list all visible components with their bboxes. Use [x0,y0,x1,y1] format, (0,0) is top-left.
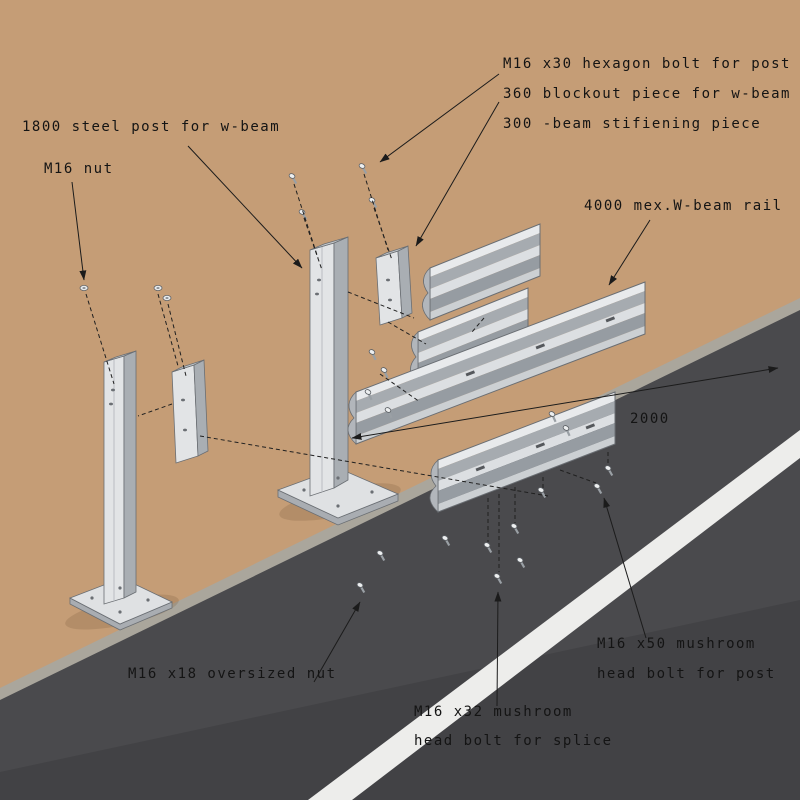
leader-m16x18 [313,601,361,683]
leader-rail-4000 [608,219,651,286]
post-center [276,236,400,526]
lane-marking [308,430,800,800]
leader-m16x32 [494,591,502,707]
rail-section-top [422,223,541,321]
blockout-center [375,245,413,326]
label-bolt-m16x32-line2: head bolt for splice [414,733,613,749]
leader-m16x30 [379,73,500,163]
blockout-left [171,359,209,464]
leader-m16x50 [603,497,647,639]
label-post-1800: 1800 steel post for w-beam [22,119,281,135]
label-bolt-m16x32-line1: M16 x32 mushroom [414,704,573,720]
post-left [69,350,173,631]
dimension-line-2000 [351,366,779,440]
leader-post-1800 [187,145,303,269]
road-shade [0,600,800,800]
label-blockout-360: 360 blockout piece for w-beam [503,86,791,102]
label-bolt-m16x50-line2: head bolt for post [597,666,776,682]
label-nut-m16: M16 nut [44,161,114,177]
label-bolt-m16x50-line1: M16 x50 mushroom [597,636,756,652]
label-nut-m16x18: M16 x18 oversized nut [128,666,337,682]
label-dim-2000: 2000 [630,411,670,427]
label-rail-4000: 4000 mex.W-beam rail [584,198,783,214]
leader-lines [71,73,779,707]
leader-m16-nut [71,181,87,281]
leader-blockout-360 [415,101,500,247]
label-bolt-m16x30: M16 x30 hexagon bolt for post [503,56,791,72]
ground [0,0,800,692]
label-stiffener-300: 300 -beam stifiening piece [503,116,762,132]
